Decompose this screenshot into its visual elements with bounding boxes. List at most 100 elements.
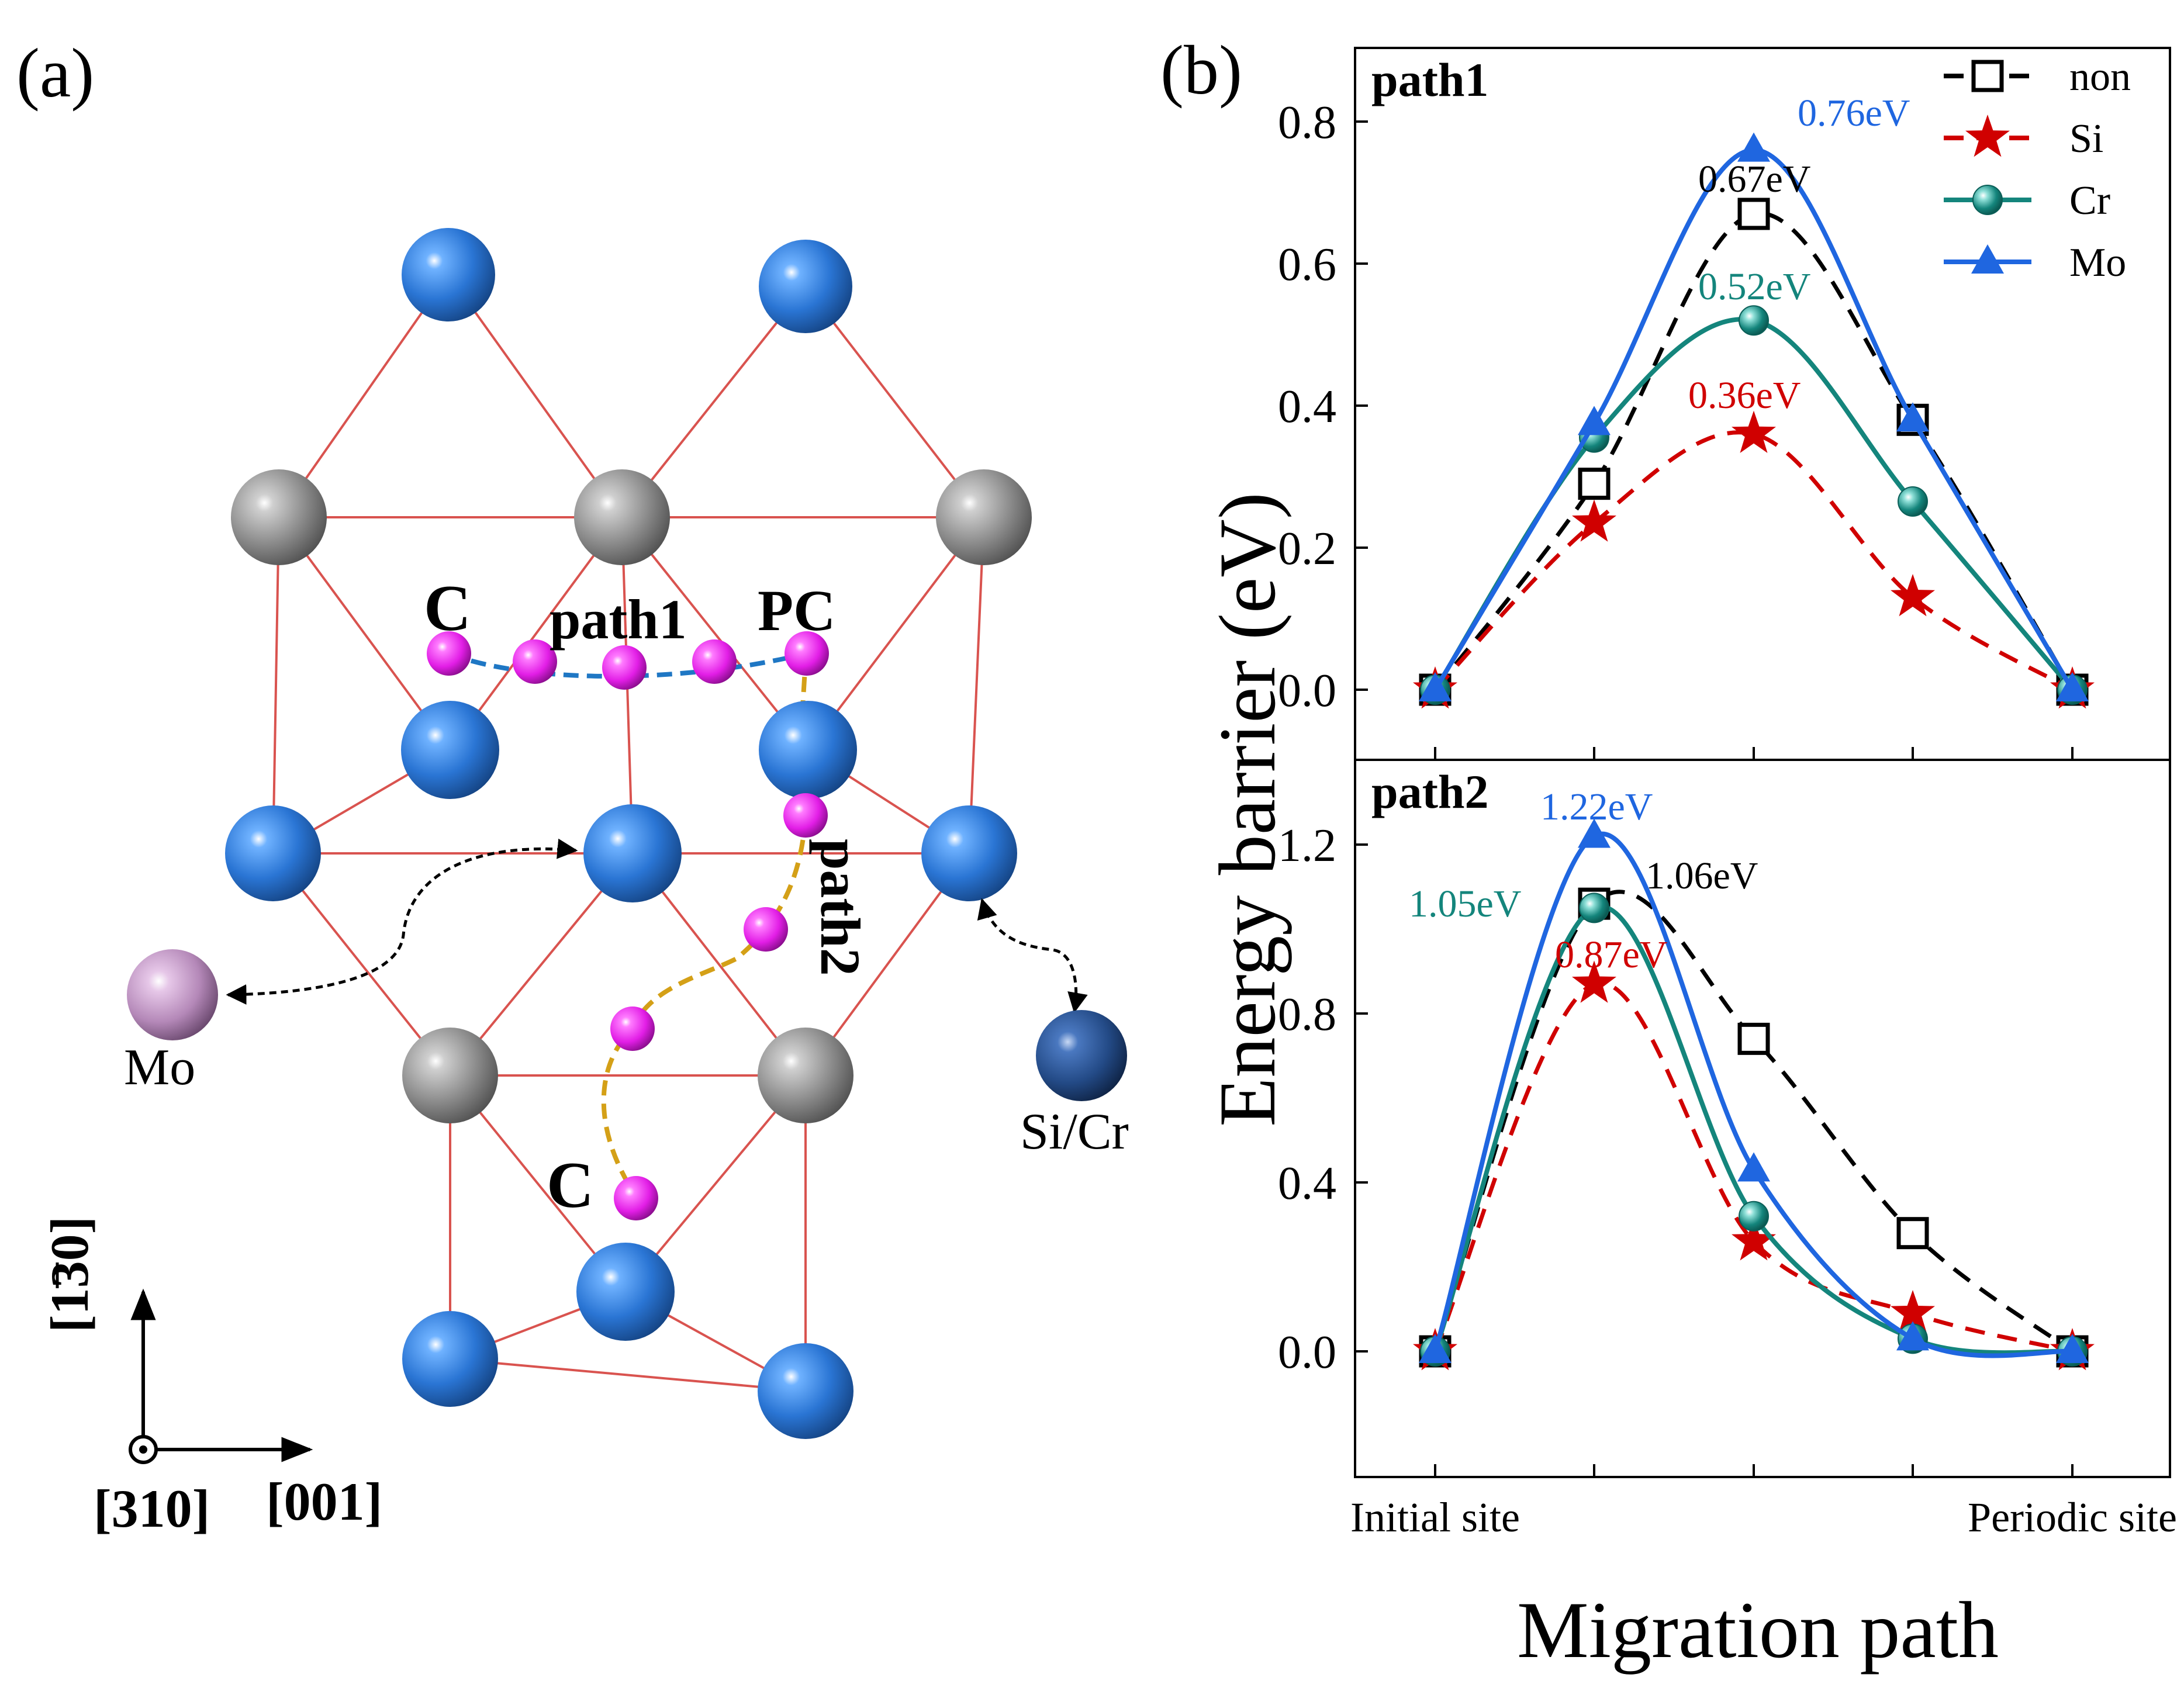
chart-root: 0.00.20.40.60.8path10.76eV0.67eV0.52eV0.…	[1278, 47, 2177, 1541]
y-tick-label: 0.4	[1278, 381, 1336, 433]
carbon-atom	[610, 1006, 655, 1051]
gray-atom	[574, 469, 670, 565]
carbon-atom	[602, 645, 647, 690]
y-tick-label: 0.8	[1278, 989, 1336, 1040]
data-point-square	[1578, 468, 1611, 500]
data-point-triangle	[1578, 818, 1611, 848]
fe-atom	[402, 228, 495, 321]
data-point-star	[1965, 115, 2010, 157]
data-point-sphere	[1739, 1201, 1769, 1232]
series-Mo	[1419, 132, 2089, 701]
data-point-star	[1891, 574, 1935, 617]
carbon-atom	[744, 907, 788, 952]
peak-annotation: 0.52eV	[1698, 265, 1810, 308]
mo-label: Mo	[124, 1039, 195, 1096]
x-tick-label: Periodic site	[1968, 1494, 2177, 1541]
series-line	[1433, 890, 2074, 1353]
data-point-triangle	[1737, 1152, 1770, 1182]
data-point-triangle	[1419, 672, 1452, 701]
carbon-atom	[692, 639, 737, 684]
peak-annotation: 1.05eV	[1409, 883, 1521, 925]
carbon-atom	[513, 639, 557, 684]
data-point-star	[1891, 1290, 1935, 1333]
data-point-triangle	[1419, 1334, 1452, 1363]
mo-substitution-arrow	[226, 838, 578, 1005]
data-point-triangle	[2056, 1334, 2089, 1363]
series-line	[1433, 831, 2073, 1358]
sicr-label: Si/Cr	[1020, 1104, 1129, 1160]
y-tick-label: 0.4	[1278, 1158, 1336, 1209]
axis-up-label: [130]	[40, 1216, 99, 1333]
crystal-atoms	[225, 228, 1032, 1439]
panel-a-label: (a)	[16, 34, 94, 112]
series-line	[1433, 981, 2073, 1354]
axis-up-text: [130]	[40, 1216, 99, 1333]
pc-label: PC	[758, 578, 835, 643]
data-point-star	[1572, 960, 1616, 1003]
data-point-triangle	[2056, 672, 2089, 701]
x-axis-title: Migration path	[1517, 1585, 1999, 1675]
carbon-atom	[427, 631, 471, 676]
fe-atom	[759, 240, 852, 333]
data-point-triangle	[1896, 402, 1929, 432]
fe-atom-mo-site	[583, 804, 682, 902]
peak-annotation: 0.36eV	[1688, 374, 1801, 417]
axis-right-label: [001]	[266, 1472, 382, 1531]
y-tick-label: 0.6	[1278, 239, 1336, 290]
carbon-atoms	[427, 631, 829, 1220]
sicr-substitution-arrow	[977, 898, 1088, 1014]
sicr-atom	[1036, 1010, 1127, 1101]
gray-atom	[758, 1028, 853, 1123]
fe-atom	[402, 1311, 498, 1407]
peak-annotation: 0.76eV	[1798, 92, 1910, 134]
data-point-sphere	[1898, 486, 1928, 517]
data-point-triangle	[1737, 132, 1770, 162]
data-point-star	[1572, 499, 1616, 542]
data-point-triangle	[1578, 406, 1611, 435]
gray-atom	[936, 469, 1032, 565]
data-point-star	[1732, 1218, 1776, 1261]
fe-atom-sicr-site	[921, 805, 1017, 901]
series-line	[1433, 211, 2075, 691]
fe-atom	[759, 701, 857, 799]
path1-label: path1	[550, 588, 687, 651]
y-tick-label: 1.2	[1278, 820, 1336, 871]
gray-atom	[402, 1028, 498, 1123]
legend-label: Si	[2069, 116, 2103, 161]
peak-annotation: 0.87eV	[1555, 933, 1667, 976]
gray-atom	[231, 469, 327, 565]
peak-annotation: 1.06eV	[1646, 855, 1758, 897]
fe-atom	[758, 1343, 853, 1439]
y-tick-label: 0.8	[1278, 97, 1336, 148]
c-label-bottom: C	[547, 1149, 594, 1222]
data-point-triangle	[1971, 244, 2004, 274]
data-point-square	[1737, 198, 1770, 230]
carbon-atom	[783, 793, 828, 838]
path2-label: path2	[809, 839, 872, 976]
carbon-atom-pc	[785, 631, 829, 676]
data-point-sphere	[1972, 185, 2003, 215]
legend-label: non	[2069, 54, 2131, 99]
data-point-star	[1732, 410, 1776, 453]
fe-atom	[401, 701, 499, 799]
data-point-sphere	[1739, 305, 1769, 336]
data-point-square	[1737, 1022, 1770, 1055]
data-point-triangle	[1896, 1321, 1929, 1351]
fe-atom	[225, 805, 321, 901]
panel-title: path1	[1371, 53, 1489, 106]
data-point-square	[1971, 60, 2004, 92]
series-Mo	[1419, 818, 2089, 1363]
data-point-sphere	[1579, 893, 1609, 923]
legend-label: Mo	[2069, 240, 2126, 285]
y-axis-title: Energy barrier (eV)	[1202, 492, 1292, 1127]
c-label-top: C	[424, 572, 471, 645]
crystal-axes: [130] 1 [310] [001]	[40, 1216, 382, 1538]
peak-annotation: 1.22eV	[1540, 786, 1653, 828]
chart-panel-path1: 0.00.20.40.60.8path10.76eV0.67eV0.52eV0.…	[1278, 47, 2171, 761]
data-point-square	[1896, 1217, 1929, 1250]
peak-annotation: 0.67eV	[1698, 158, 1810, 200]
y-tick-label: 0.2	[1278, 523, 1336, 575]
